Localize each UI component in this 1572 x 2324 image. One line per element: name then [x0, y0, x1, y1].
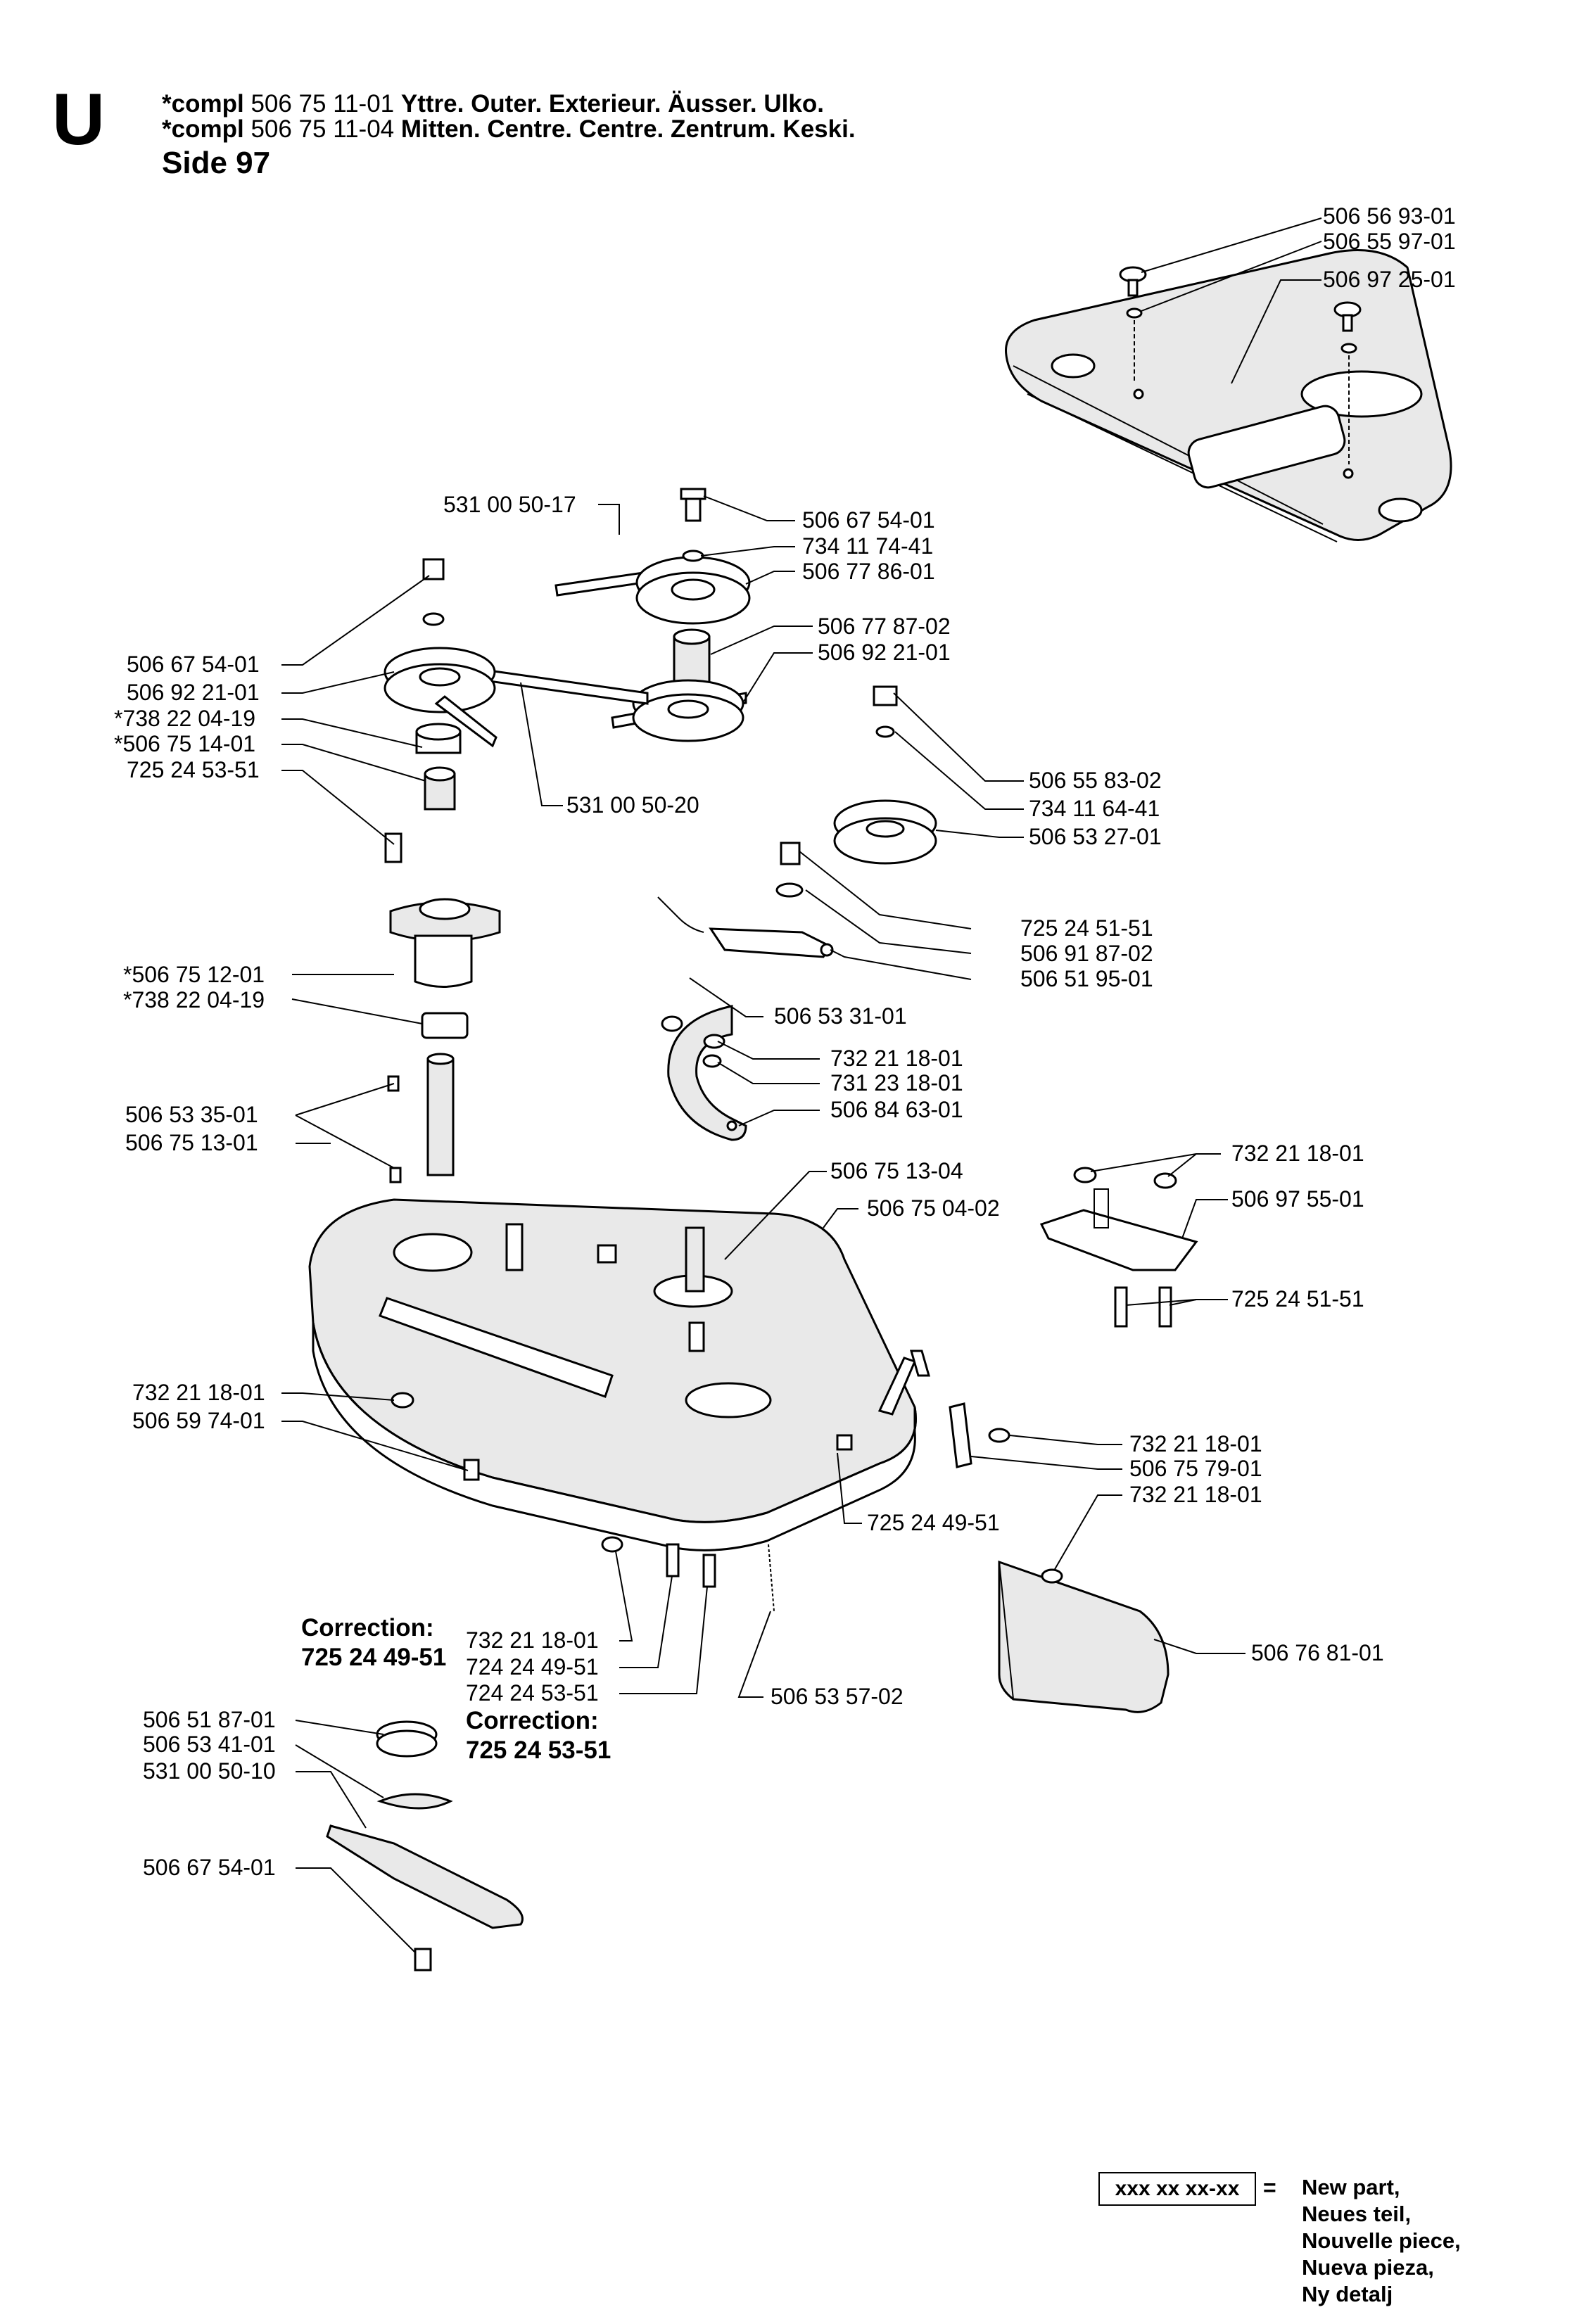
part-label: 725 24 51-51 — [1020, 915, 1153, 941]
part-label: 506 67 54-01 — [143, 1855, 276, 1880]
leader-lines — [281, 217, 1322, 1953]
part-label: 506 75 79-01 — [1129, 1456, 1262, 1481]
part-label: *506 75 12-01 — [123, 962, 265, 987]
part-label: 725 24 49-51 — [867, 1510, 1000, 1535]
part-label: 506 51 95-01 — [1020, 966, 1153, 991]
part-label: 732 21 18-01 — [466, 1627, 599, 1653]
discharge-chute — [998, 1560, 1170, 1713]
part-label: 506 77 87-02 — [818, 614, 951, 639]
header-description: Mitten. Centre. Centre. Zentrum. Keski. — [400, 115, 856, 143]
legend-line: Nouvelle piece, — [1302, 2228, 1461, 2253]
part-label: 506 67 54-01 — [127, 652, 260, 677]
legend-text: New part, Neues teil, Nouvelle piece, Nu… — [1302, 2174, 1461, 2308]
part-labels: 506 56 93-01 506 55 97-01 506 97 25-01 5… — [114, 203, 1456, 1880]
spindle-housing — [384, 832, 501, 1039]
tension-pulley — [833, 685, 937, 865]
part-label: 531 00 50-10 — [143, 1758, 276, 1784]
idler-pulley-upper — [554, 488, 751, 625]
header-prefix: *compl — [162, 115, 244, 143]
part-label: 506 76 81-01 — [1251, 1640, 1384, 1665]
new-part-legend-box: xxx xx xx-xx — [1098, 2172, 1256, 2206]
part-label: 731 23 18-01 — [830, 1070, 963, 1096]
part-label: 506 97 55-01 — [1231, 1186, 1364, 1212]
part-label: 724 24 53-51 — [466, 1680, 599, 1706]
legend-line: New part, — [1302, 2175, 1400, 2199]
header-part-number: 506 75 11-01 — [251, 90, 395, 118]
mower-deck — [308, 1198, 917, 1551]
correction-title: Correction: — [301, 1614, 434, 1642]
part-label: 506 75 13-04 — [830, 1158, 963, 1183]
part-label: 732 21 18-01 — [1129, 1482, 1262, 1507]
bearing — [415, 723, 462, 811]
spindle-pulley-left — [384, 558, 497, 748]
part-label: 506 53 27-01 — [1029, 824, 1162, 849]
part-label: 531 00 50-20 — [566, 792, 699, 818]
correction-value: 725 24 49-51 — [301, 1644, 447, 1671]
header-prefix: *compl — [162, 90, 244, 118]
part-label: 506 55 97-01 — [1323, 229, 1456, 254]
part-label: 506 75 04-02 — [867, 1195, 1000, 1221]
legend-line: Neues teil, — [1302, 2202, 1412, 2226]
part-label: 506 53 41-01 — [143, 1732, 276, 1757]
deck-bracket-right — [877, 1350, 930, 1416]
part-label: 531 00 50-17 — [443, 492, 576, 517]
header-part-number: 506 75 11-04 — [251, 115, 395, 143]
part-label: 506 59 74-01 — [132, 1408, 265, 1433]
part-label: 732 21 18-01 — [1129, 1431, 1262, 1456]
header-line-centre: *compl 506 75 11-04 Mitten. Centre. Cent… — [162, 117, 856, 141]
spindle-shaft — [387, 1053, 455, 1183]
part-label: 734 11 64-41 — [1029, 796, 1160, 821]
part-label: 732 21 18-01 — [1231, 1141, 1364, 1166]
part-label: *738 22 04-19 — [114, 706, 255, 731]
part-label: 506 77 86-01 — [802, 559, 935, 584]
part-label: 506 84 63-01 — [830, 1097, 963, 1122]
part-label: *506 75 14-01 — [114, 731, 255, 756]
cover-screw — [1119, 266, 1362, 464]
part-label: 506 53 31-01 — [774, 1003, 907, 1029]
belt-guard-arc — [661, 1005, 747, 1141]
header-line-outer: *compl 506 75 11-01 Yttre. Outer. Exteri… — [162, 91, 824, 116]
header-description: Yttre. Outer. Exterieur. Äusser. Ulko. — [400, 90, 824, 118]
part-label: 724 24 49-51 — [466, 1654, 599, 1679]
part-label: *738 22 04-19 — [123, 987, 265, 1012]
hinge-plate — [836, 1402, 1010, 1468]
cover-plate — [1005, 249, 1452, 542]
blade-assembly — [326, 1720, 524, 1971]
tension-arm — [657, 842, 834, 958]
correction-note: Correction: 725 24 49-51 — [301, 1613, 446, 1672]
part-label: 506 56 93-01 — [1323, 203, 1456, 229]
part-label: 732 21 18-01 — [830, 1046, 963, 1071]
correction-title: Correction: — [466, 1707, 599, 1734]
part-label: 506 97 25-01 — [1323, 267, 1456, 292]
legend-equals: = — [1263, 2175, 1276, 2200]
part-label: 506 55 83-02 — [1029, 768, 1162, 793]
part-label: 506 92 21-01 — [127, 680, 260, 705]
part-label: 506 53 35-01 — [125, 1102, 258, 1127]
part-label: 506 51 87-01 — [143, 1707, 276, 1732]
part-label: 506 92 21-01 — [818, 640, 951, 665]
part-label: 725 24 53-51 — [127, 757, 260, 782]
legend-line: Nueva pieza, — [1302, 2255, 1434, 2280]
idler-pulley-lower — [611, 679, 747, 742]
part-label: 506 75 13-01 — [125, 1130, 258, 1155]
mount-bracket — [1039, 1167, 1198, 1328]
correction-note: Correction: 725 24 53-51 — [466, 1706, 611, 1765]
spacer-bushing — [673, 628, 711, 684]
page-title: Side 97 — [162, 146, 271, 180]
part-label: 506 67 54-01 — [802, 507, 935, 533]
part-label: 734 11 74-41 — [802, 533, 933, 559]
section-letter: U — [52, 79, 106, 160]
part-label: 725 24 51-51 — [1231, 1286, 1364, 1312]
part-label: 506 53 57-02 — [771, 1684, 904, 1709]
part-label: 506 91 87-02 — [1020, 941, 1153, 966]
correction-value: 725 24 53-51 — [466, 1736, 611, 1764]
legend-line: Ny detalj — [1302, 2282, 1393, 2306]
part-label: 732 21 18-01 — [132, 1380, 265, 1405]
